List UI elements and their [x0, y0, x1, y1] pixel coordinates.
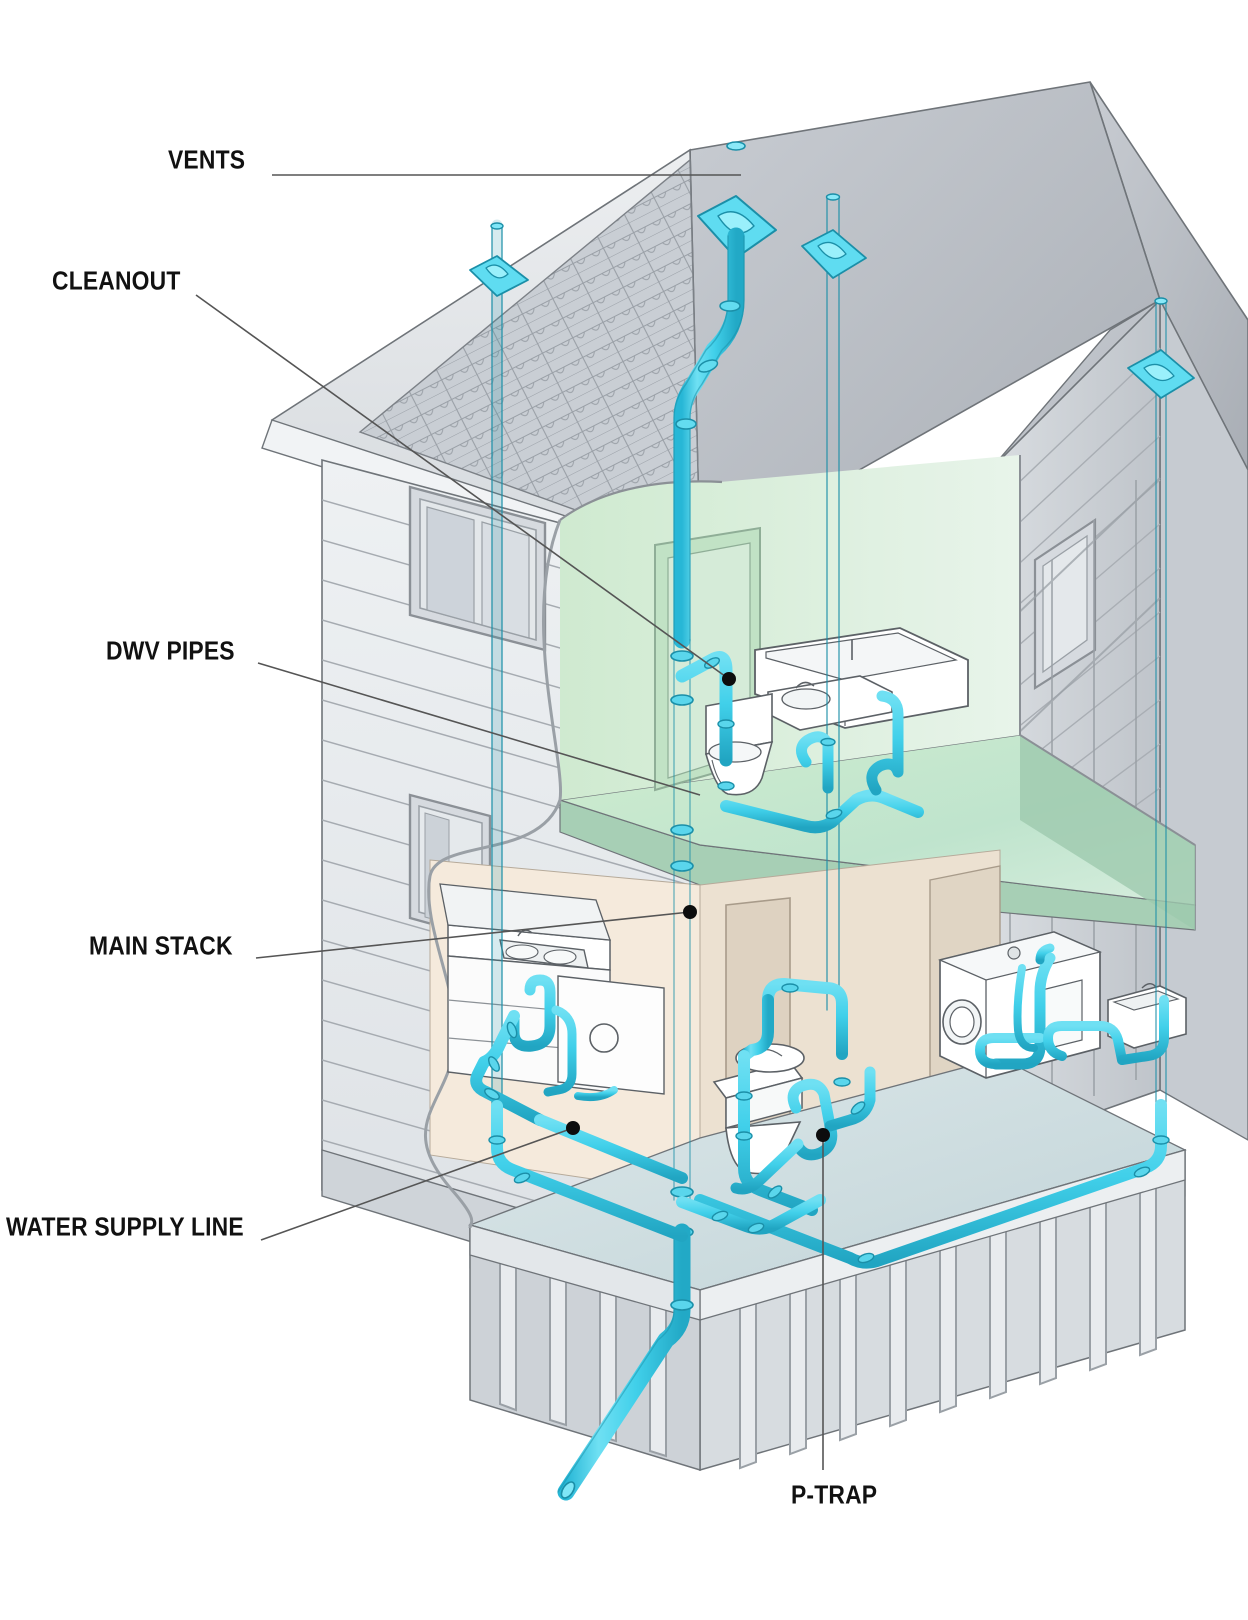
main-stack-dot: [683, 905, 697, 919]
cutaway-edge-right: [1019, 455, 1196, 846]
vent-stack-right: [1127, 294, 1195, 1111]
water-supply-leader: [260, 1127, 574, 1241]
gable-shingles: [360, 160, 700, 555]
washer-standpipe: [990, 952, 1056, 1070]
upstairs-dwv-branch: [675, 651, 924, 834]
bathtub-trap: [866, 690, 904, 796]
cutaway-edge-top: [559, 480, 723, 521]
laundry-sink-trap: [1043, 1021, 1127, 1065]
kitchen-sink-trap: [508, 974, 556, 1052]
dwv-leader: [257, 662, 701, 796]
downstairs-dwv-branch: [730, 978, 876, 1216]
dishwasher-drain: [543, 1005, 577, 1097]
cleanout-dot: [722, 672, 736, 686]
kitchen-dwv-branch: [470, 874, 688, 1184]
kitchen-sink: [499, 929, 589, 969]
vent-stack-mid: [801, 190, 867, 1016]
cleanout-leader: [195, 294, 730, 680]
label-dwv-pipes: DWV PIPES: [106, 635, 235, 666]
laundry-dwv-branch: [694, 943, 1170, 1269]
label-water-supply-line: WATER SUPPLY LINE: [6, 1211, 244, 1242]
upstairs-toilet: [704, 693, 774, 796]
label-vents: VENTS: [168, 144, 246, 175]
label-p-trap: P-TRAP: [791, 1479, 878, 1510]
label-main-stack: MAIN STACK: [89, 930, 233, 961]
main-stack-pipe: [557, 631, 694, 1501]
water-supply-basement-run: [491, 1100, 688, 1242]
dishwasher: [557, 975, 665, 1095]
water-supply-dot: [566, 1121, 580, 1135]
basement-main-drain: [694, 1099, 1167, 1269]
leader-lines: [195, 174, 824, 1470]
leader-dots: [566, 672, 830, 1142]
cutaway-edge-left: [424, 519, 563, 1229]
foundation-studs: [499, 1180, 1157, 1470]
ptrap-dot: [816, 1128, 830, 1142]
window-right-wall: [1033, 517, 1097, 690]
basement-runs: [488, 1100, 826, 1242]
plumbing-pipes: [469, 136, 1195, 1501]
p-trap-downstairs: [787, 1078, 838, 1161]
main-stack-leader: [255, 911, 691, 959]
label-cleanout: CLEANOUT: [52, 265, 181, 296]
